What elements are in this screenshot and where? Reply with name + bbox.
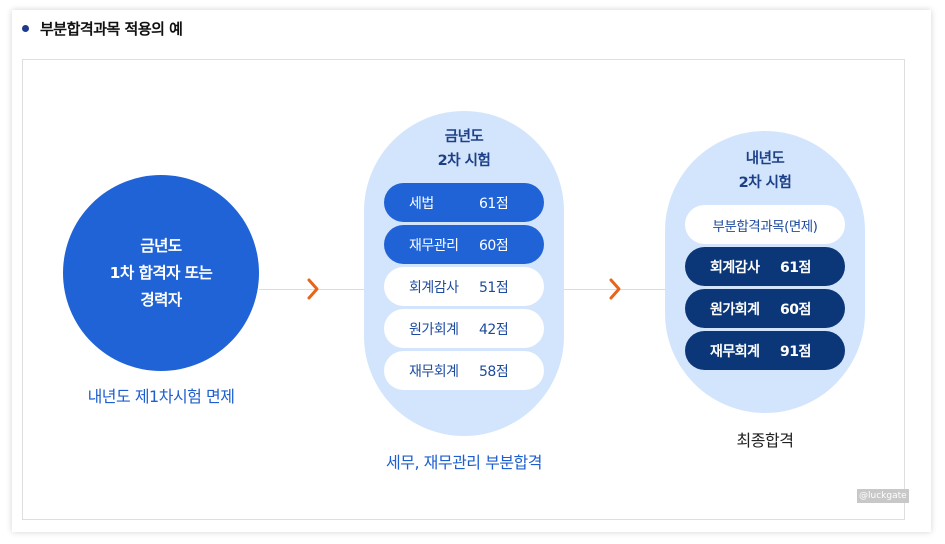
- subject-score: 58점: [479, 363, 509, 380]
- watermark: @luckgate: [857, 489, 909, 503]
- connector-line-1: [259, 289, 364, 290]
- subject-name: 원가회계: [710, 301, 760, 318]
- subject-score: 61점: [479, 195, 509, 212]
- stage3-subject-pill: 재무회계 91점: [685, 331, 845, 370]
- subject-score: 61점: [780, 259, 811, 276]
- stage2-subject-pill: 세법 61점: [384, 183, 544, 222]
- subject-score: 91점: [780, 343, 811, 360]
- stage2-subject-pill: 재무회계 58점: [384, 351, 544, 390]
- section-title: 부분합격과목 적용의 예: [40, 19, 183, 38]
- chevron-right-icon: [307, 278, 319, 300]
- stage1-circle: 금년도 1차 합격자 또는 경력자: [63, 175, 259, 371]
- connector-line-2: [564, 289, 665, 290]
- subject-score: 51점: [479, 279, 509, 296]
- stage3-subject-pill: 회계감사 61점: [685, 247, 845, 286]
- stage2-caption: 세무, 재무관리 부분합격: [386, 453, 542, 472]
- stage3-caption: 최종합격: [736, 431, 794, 450]
- stage3-subject-pill: 원가회계 60점: [685, 289, 845, 328]
- subject-score: 42점: [479, 321, 509, 338]
- stage2-subject-pill: 원가회계 42점: [384, 309, 544, 348]
- stage3-oval: 내년도 2차 시험 부분합격과목(면제) 회계감사 61점 원가회계 60점 재…: [665, 131, 865, 413]
- stage2-oval: 금년도 2차 시험 세법 61점 재무관리 60점 회계감사 51점 원가회계 …: [364, 111, 564, 436]
- stage3-exempt-pill: 부분합격과목(면제): [685, 205, 845, 244]
- subject-name: 재무회계: [409, 363, 459, 380]
- subject-name: 회계감사: [710, 259, 760, 276]
- subject-name: 재무관리: [409, 237, 459, 254]
- subject-score: 60점: [479, 237, 509, 254]
- subject-name: 세법: [409, 195, 434, 212]
- bullet-dot-icon: [22, 24, 29, 32]
- stage2-subject-pill: 회계감사 51점: [384, 267, 544, 306]
- subject-name: 원가회계: [409, 321, 459, 338]
- subject-name: 회계감사: [409, 279, 459, 296]
- stage1-caption: 내년도 제1차시험 면제: [87, 387, 235, 406]
- stage2-title: 금년도 2차 시험: [437, 129, 491, 169]
- section-header: 부분합격과목 적용의 예: [22, 18, 183, 38]
- chevron-right-icon: [609, 278, 621, 300]
- subject-score: 60점: [780, 301, 811, 318]
- stage1-circle-text: 금년도 1차 합격자 또는 경력자: [109, 236, 213, 309]
- stage2-subject-pill: 재무관리 60점: [384, 225, 544, 264]
- stage3-title: 내년도 2차 시험: [738, 151, 792, 191]
- subject-name: 재무회계: [710, 343, 760, 360]
